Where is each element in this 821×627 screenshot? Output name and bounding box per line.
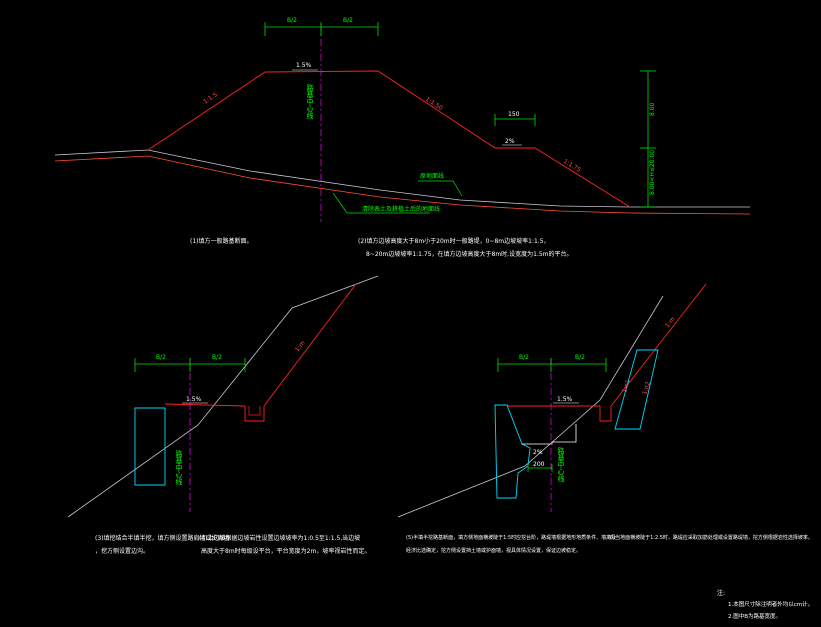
right-dim-right: B/2 [575, 354, 585, 361]
left-centerline-label: 路基中心线 [175, 449, 183, 485]
top-berm-width: 150 [508, 111, 520, 118]
top-original-ground-line [54, 149, 750, 208]
top-label-clearing: 清除表土及耕植土后的地面线 [362, 205, 440, 213]
right-step-dimension [527, 464, 553, 472]
top-dim-left: B/2 [287, 17, 297, 24]
right-caption-6: (6)当地面横坡陡于1:2.5时，路堤应采取加筋处理或设置路堤墙，挖方侧根据岩性… [608, 535, 813, 541]
left-ditch-inner [248, 406, 261, 416]
top-embankment-profile [147, 70, 631, 208]
top-height-lower: 8.00<H≤20.00 [649, 150, 656, 195]
right-step [522, 424, 577, 445]
left-ditch [244, 406, 265, 422]
right-retaining-section: B/2 B/2 1.5% 2% 200 1:m 1:n1 1:n2 路基中心线 [397, 283, 707, 518]
right-caption-5b: 经济比选确定，挖方侧设置挡土墙或护面墙，视具体情况设置，保证边坡稳定。 [406, 548, 582, 554]
right-dim-left: B/2 [519, 354, 529, 361]
top-caption-2b: 8~20m边坡坡率1:1.75，在填方边坡高度大于8m时,设宽度为1.5m的平台… [366, 251, 573, 258]
top-berm-dimension [494, 114, 536, 126]
left-caption-3a: (3)填挖结合半填半挖，填方侧设置路肩墙或护肩墙 [95, 535, 230, 542]
top-original-ground-leader [418, 180, 463, 197]
right-ground-line [397, 295, 664, 518]
top-clearing-leader [332, 192, 430, 214]
right-step-width: 200 [533, 461, 545, 468]
top-dim-right: B/2 [343, 17, 353, 24]
notes-item-1: 1.本图尺寸除注明者外均以cm计。 [728, 602, 814, 608]
left-dim-right: B/2 [212, 354, 222, 361]
top-width-dimension [264, 22, 379, 36]
left-half-fill-section: B/2 B/2 1.5% 1:m 路基中心线 [67, 275, 379, 518]
left-crown-slope: 1.5% [186, 396, 202, 403]
right-centerline-label: 路基中心线 [557, 446, 565, 482]
right-ditch [599, 406, 612, 422]
left-road-surface [164, 403, 246, 407]
right-slope-mid2: 1:n2 [641, 380, 652, 395]
top-height-upper: 8.00 [649, 102, 656, 116]
top-centerline-label: 路基中心线 [306, 83, 314, 119]
right-step-slope: 2% [533, 449, 543, 456]
top-crown-slope: 1.5% [296, 62, 312, 69]
left-caption-3b: ，挖方侧设置边沟。 [95, 548, 150, 555]
left-width-dimension [134, 358, 246, 372]
notes-item-2: 2.图中B为路基宽度。 [728, 614, 782, 620]
top-height-dimension [640, 70, 656, 208]
left-retaining-wall [134, 407, 166, 486]
top-berm-slope: 2% [505, 138, 515, 145]
top-caption-1: (1)填方一般路基断面。 [190, 238, 253, 245]
left-dim-left: B/2 [156, 354, 166, 361]
right-caption-5a: (5)半填半挖路基断面，填方侧地面横坡陡于1:5时应挖台阶，路堤墙根据地形地质条… [406, 535, 617, 541]
notes-heading: 注: [717, 590, 726, 597]
top-embankment-section: B/2 B/2 1.5% 1:1.5 1:1.50 1:1.75 150 2% … [54, 17, 751, 222]
top-label-original-ground: 原地面线 [420, 172, 444, 180]
right-cut-wall [614, 349, 659, 430]
top-clearing-ground-line [54, 155, 751, 215]
right-slope-mid1: 1:n1 [621, 378, 632, 393]
left-caption-4a: (4)上边坡根据边坡岩性设置边坡坡率为1:0.5至1:1.5,当边坡 [199, 535, 361, 542]
top-caption-2a: (2)填方边坡高度大于8m小于20m时一般路堤，0~8m边坡坡率1:1.5， [358, 238, 550, 245]
left-cut-slope [263, 283, 357, 407]
left-caption-4b: 高度大于8m时每级设平台，平台宽度为2m，坡率视岩性而定。 [201, 548, 371, 555]
right-crown-slope: 1.5% [557, 396, 573, 403]
right-width-dimension [497, 358, 607, 372]
